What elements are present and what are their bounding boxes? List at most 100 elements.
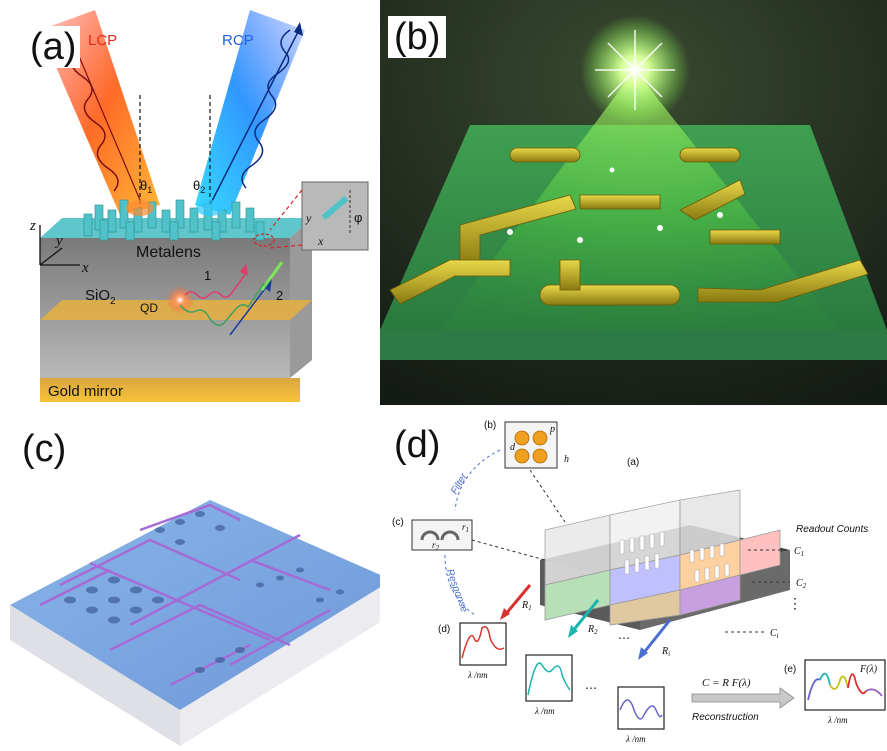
gold-mirror: [40, 378, 300, 402]
inset-link-2: [269, 244, 303, 249]
emission-arrow-2: [229, 281, 271, 336]
spectrum-plot-1: [459, 622, 507, 666]
gold-mirror-label: Gold mirror: [48, 383, 123, 400]
response-arrow-2: [570, 599, 600, 633]
spectrum-plot-3: [617, 686, 665, 730]
response-arrow-i: [640, 619, 672, 656]
axis-y-label: y: [54, 233, 63, 249]
lambda-nm-1: λ /nm: [467, 670, 488, 680]
inset-b-p: p: [549, 424, 555, 435]
r1-label: R1: [521, 600, 532, 612]
inset-marker: [253, 233, 275, 247]
qd-label: QD: [140, 301, 158, 315]
substrate-side-left: [10, 605, 180, 746]
f-lambda-label: F(λ): [859, 664, 878, 675]
response-arrowhead-2: [568, 625, 578, 638]
leader-c: [471, 539, 546, 561]
readout-counts-label: Readout Counts: [796, 524, 868, 535]
panel-b-figure: [380, 0, 887, 405]
axis-z-label: z: [29, 218, 36, 234]
emission-path-2: [179, 282, 265, 326]
rcp-arrow: [209, 27, 301, 206]
panel-b: (b): [380, 0, 887, 405]
theta2-label: θ2: [193, 178, 205, 195]
inset-e-label: (e): [784, 664, 796, 675]
green-exit: [260, 261, 284, 291]
panel-a-label: (a): [26, 26, 81, 68]
panel-b-label: (b): [388, 16, 447, 58]
filter-arc: [454, 449, 501, 511]
theta1-label: θ1: [140, 178, 152, 195]
reconstructed-spectrum-plot: [804, 659, 886, 711]
emission-arrow-1: [240, 264, 248, 276]
panel-d: (b) p d h (a) (c) r1 r2 (d) (e) Filter R…: [380, 410, 887, 746]
slab-side: [290, 218, 312, 378]
inset-b-d: d: [510, 442, 516, 453]
horizontal-dots-2: ⋯: [585, 681, 597, 695]
ci-label: Ci: [770, 628, 779, 640]
inset-phi-label: φ: [354, 210, 362, 225]
substrate-side-right: [180, 580, 392, 746]
inset-c-ring: [420, 530, 460, 541]
spectrum-curve-2: [527, 662, 571, 696]
inset-c-r2: r2: [432, 540, 440, 552]
axis-x-label: x: [81, 260, 89, 276]
panel-d-label: (d): [394, 424, 441, 466]
glass-plate-edge: [380, 330, 887, 360]
response-arc: [444, 554, 476, 616]
reconstruction-arrow: [691, 687, 795, 709]
groove-pattern: [39, 503, 331, 687]
vertical-dots: ⋮: [788, 595, 802, 611]
focus-spot-red: [126, 200, 154, 216]
leader-b: [529, 469, 566, 523]
lcp-label: LCP: [88, 32, 117, 49]
axis-y-line: [39, 247, 63, 266]
gold-nanorods: [389, 147, 869, 306]
focus-spot-blue: [196, 200, 224, 216]
lcp-arrow: [69, 34, 141, 201]
inset-y-label: y: [305, 211, 312, 225]
c1-label: C1: [794, 546, 804, 558]
sio2-label: SiO2: [85, 287, 116, 307]
hotspots: [507, 167, 723, 243]
r2-label: R2: [587, 624, 598, 636]
emission-path-1: [184, 274, 246, 299]
inset-b-h: h: [564, 454, 569, 465]
rcp-arrowhead: [294, 22, 303, 36]
panel-c-figure: [0, 410, 395, 746]
lambda-nm-2: λ /nm: [534, 706, 555, 716]
c2-label: C2: [796, 578, 807, 590]
quantum-dot: [166, 286, 194, 314]
panel-a: LCP RCP θ1 θ2 z y x y x φ Metalens SiO2 …: [0, 0, 378, 405]
inset-c-r1: r1: [462, 522, 469, 534]
horizontal-dots-1: ⋯: [618, 631, 630, 645]
rcp-beam: [195, 10, 305, 215]
inset-b-box: [504, 421, 558, 469]
inset-a-label: (a): [627, 457, 639, 468]
ri-label: Ri: [661, 646, 670, 658]
orientation-inset: [301, 181, 369, 251]
path-1-label: 1: [204, 268, 211, 283]
spectrum-curve-1: [461, 626, 505, 659]
panel-c-label: (c): [22, 428, 67, 470]
metalens-pillars: [83, 199, 265, 241]
pillar-arrays: [619, 531, 730, 583]
lambda-nm-3: λ /nm: [625, 734, 646, 744]
spectrum-curve-3: [619, 699, 663, 720]
metalens-label: Metalens: [136, 244, 201, 261]
inset-x-label: x: [317, 234, 324, 248]
inset-b-label: (b): [484, 420, 496, 431]
rcp-label: RCP: [222, 32, 254, 49]
inset-link-1: [269, 189, 303, 231]
reconstruction-label: Reconstruction: [692, 712, 759, 723]
path-2-label: 2: [276, 288, 283, 303]
response-arrow-1: [503, 584, 532, 616]
panel-d-figure: (b) p d h (a) (c) r1 r2 (d) (e) Filter R…: [380, 410, 887, 746]
inset-c-label: (c): [392, 517, 404, 528]
equation-label: C = R F(λ): [702, 677, 751, 689]
inset-b-spheres: [514, 430, 548, 464]
panel-c: (c): [0, 410, 395, 746]
panel-a-figure: LCP RCP θ1 θ2 z y x y x φ Metalens SiO2 …: [0, 0, 378, 405]
star-rays: [595, 30, 675, 110]
inset-d-label: (d): [438, 624, 450, 635]
